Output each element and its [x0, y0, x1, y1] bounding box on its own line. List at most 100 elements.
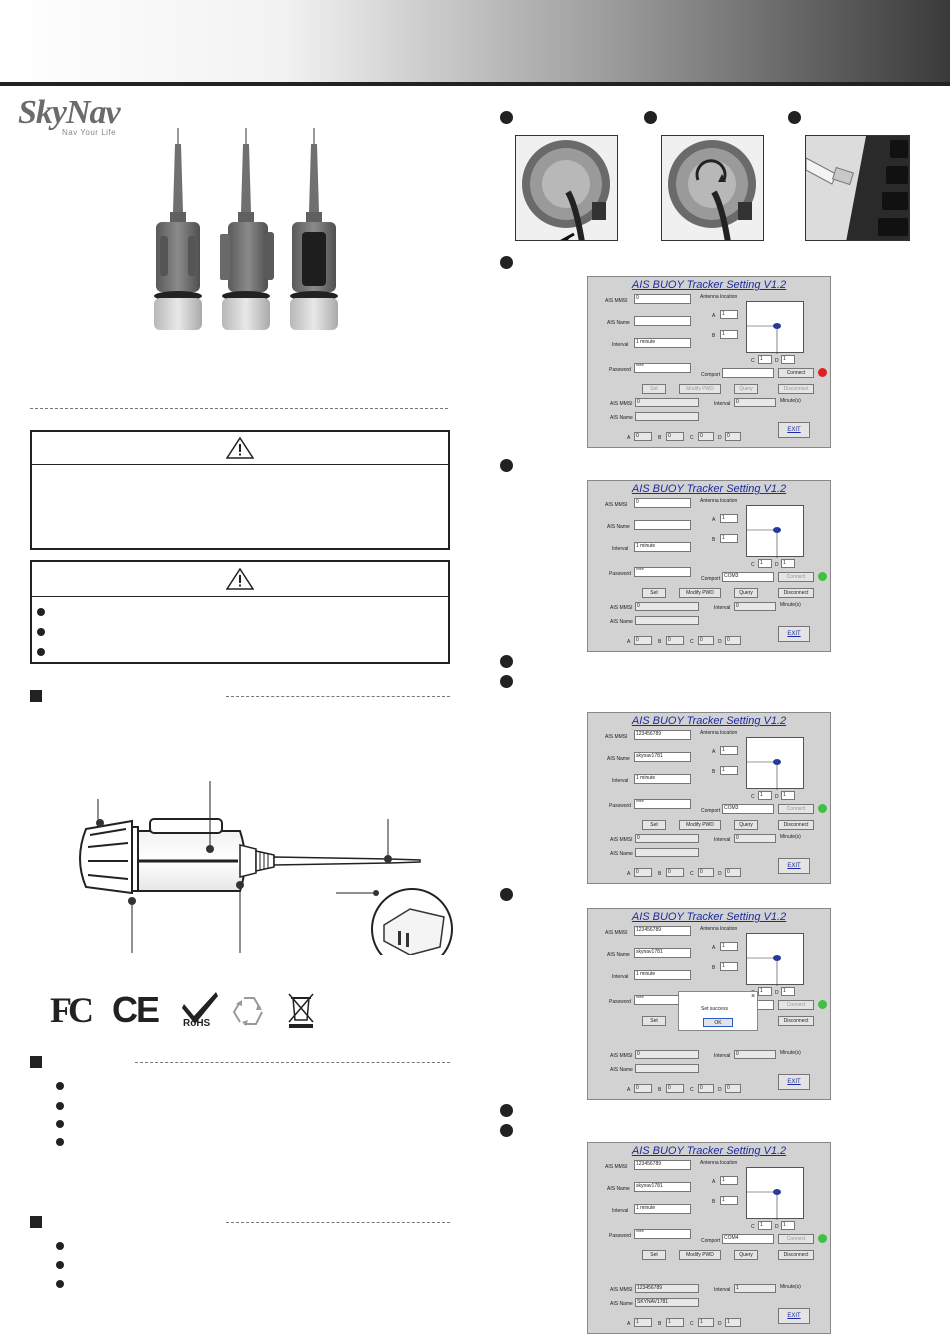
input-antenna-c[interactable]: 1: [758, 987, 772, 996]
select-interval[interactable]: 1 minute: [634, 774, 691, 784]
disconnect-button[interactable]: Disconnect: [778, 1016, 814, 1026]
select-comport[interactable]: [722, 368, 774, 378]
input-antenna-a[interactable]: 1: [720, 746, 738, 755]
component-diagram: [79, 781, 453, 955]
select-interval[interactable]: 1 minute: [634, 338, 691, 348]
input-antenna-b[interactable]: 1: [720, 330, 738, 339]
select-interval[interactable]: 1 minute: [634, 970, 691, 980]
exit-button[interactable]: EXIT: [778, 626, 810, 642]
input-ais-mmsi[interactable]: 0: [634, 294, 691, 304]
input-antenna-d[interactable]: 1: [781, 987, 795, 996]
label-b: B: [712, 1199, 716, 1205]
modify-pwd-button[interactable]: Modify PWD: [679, 384, 721, 394]
antenna-position-diagram: [746, 1167, 804, 1220]
query-button[interactable]: Query: [734, 588, 758, 598]
connect-button[interactable]: Connect: [778, 368, 814, 378]
input-antenna-a[interactable]: 1: [720, 514, 738, 523]
input-ais-name[interactable]: skynav1781: [634, 1182, 691, 1192]
disconnect-button[interactable]: Disconnect: [778, 588, 814, 598]
label-b: B: [712, 333, 716, 339]
label-antenna-location: Antenna location: [700, 730, 738, 736]
dialog-ok-button[interactable]: OK: [703, 1018, 733, 1027]
input-password[interactable]: ****: [634, 799, 691, 809]
input-antenna-d[interactable]: 1: [781, 559, 795, 568]
set-button[interactable]: Set: [642, 1016, 666, 1026]
input-password[interactable]: ****: [634, 1229, 691, 1239]
label-c: C: [751, 1224, 755, 1230]
fcc-icon: FC: [50, 990, 94, 1030]
input-ais-name[interactable]: skynav1781: [634, 948, 691, 958]
recycle-icon: [232, 997, 263, 1026]
input-antenna-c[interactable]: 1: [758, 1221, 772, 1230]
input-ais-mmsi[interactable]: 0: [634, 498, 691, 508]
input-antenna-a[interactable]: 1: [720, 1176, 738, 1185]
input-ais-name[interactable]: [634, 316, 691, 326]
app-window: AIS BUOY Tracker Setting V1.2 AIS MMSI 0…: [587, 276, 831, 448]
input-password[interactable]: ****: [634, 363, 691, 373]
input-antenna-d[interactable]: 1: [781, 355, 795, 364]
disconnect-button[interactable]: Disconnect: [778, 1250, 814, 1260]
exit-button[interactable]: EXIT: [778, 1074, 810, 1090]
disconnect-button[interactable]: Disconnect: [778, 384, 814, 394]
app-title: AIS BUOY Tracker Setting V1.2: [631, 911, 787, 923]
set-button[interactable]: Set: [642, 588, 666, 598]
select-comport[interactable]: COM4: [722, 1234, 774, 1244]
input-ais-name[interactable]: skynav1781: [634, 752, 691, 762]
warning-box-1: [30, 430, 450, 550]
query-button[interactable]: Query: [734, 820, 758, 830]
select-interval[interactable]: 1 minute: [634, 542, 691, 552]
select-comport[interactable]: COM3: [722, 804, 774, 814]
dialog-close-icon[interactable]: ×: [751, 993, 756, 1000]
list-bullet: [56, 1138, 64, 1146]
exit-button[interactable]: EXIT: [778, 1308, 810, 1324]
modify-pwd-button[interactable]: Modify PWD: [679, 820, 721, 830]
warning-box-2: [30, 560, 450, 664]
modify-pwd-button[interactable]: Modify PWD: [679, 588, 721, 598]
input-antenna-b[interactable]: 1: [720, 534, 738, 543]
modify-pwd-button[interactable]: Modify PWD: [679, 1250, 721, 1260]
disconnect-button[interactable]: Disconnect: [778, 820, 814, 830]
query-button[interactable]: Query: [734, 1250, 758, 1260]
input-antenna-c[interactable]: 1: [758, 791, 772, 800]
input-antenna-b[interactable]: 1: [720, 1196, 738, 1205]
input-antenna-d[interactable]: 1: [781, 1221, 795, 1230]
label-result-b: B: [658, 871, 662, 877]
input-antenna-b[interactable]: 1: [720, 962, 738, 971]
input-ais-mmsi[interactable]: 123456789: [634, 926, 691, 936]
label-a: A: [712, 1179, 716, 1185]
set-button[interactable]: Set: [642, 1250, 666, 1260]
input-password[interactable]: ****: [634, 567, 691, 577]
input-antenna-c[interactable]: 1: [758, 559, 772, 568]
label-a: A: [712, 749, 716, 755]
exit-button[interactable]: EXIT: [778, 858, 810, 874]
connect-button[interactable]: Connect: [778, 572, 814, 582]
input-antenna-c[interactable]: 1: [758, 355, 772, 364]
select-interval[interactable]: 1 minute: [634, 1204, 691, 1214]
step-marker: [500, 256, 513, 269]
connect-button[interactable]: Connect: [778, 1234, 814, 1244]
set-button[interactable]: Set: [642, 820, 666, 830]
label-result-mmsi: AIS MMSI: [610, 1053, 633, 1059]
input-ais-mmsi[interactable]: 123456789: [634, 1160, 691, 1170]
input-ais-mmsi[interactable]: 123456789: [634, 730, 691, 740]
select-comport[interactable]: COM3: [722, 572, 774, 582]
step-marker: [500, 1124, 513, 1137]
input-antenna-b[interactable]: 1: [720, 766, 738, 775]
connect-button[interactable]: Connect: [778, 1000, 814, 1010]
set-button[interactable]: Set: [642, 384, 666, 394]
rohs-label: RoHS: [183, 1018, 211, 1029]
exit-button[interactable]: EXIT: [778, 422, 810, 438]
label-ais-name: AIS Name: [607, 524, 630, 530]
input-ais-name[interactable]: [634, 520, 691, 530]
label-comport: Comport: [701, 372, 721, 378]
power-adapter-inset: [336, 888, 453, 955]
result-c: 0: [698, 1084, 714, 1093]
input-antenna-a[interactable]: 1: [720, 310, 738, 319]
query-button[interactable]: Query: [734, 384, 758, 394]
result-mmsi: 0: [635, 1050, 699, 1059]
connect-button[interactable]: Connect: [778, 804, 814, 814]
input-antenna-d[interactable]: 1: [781, 791, 795, 800]
result-d: 0: [725, 868, 741, 877]
app-window: AIS BUOY Tracker Setting V1.2 AIS MMSI 1…: [587, 908, 831, 1100]
input-antenna-a[interactable]: 1: [720, 942, 738, 951]
